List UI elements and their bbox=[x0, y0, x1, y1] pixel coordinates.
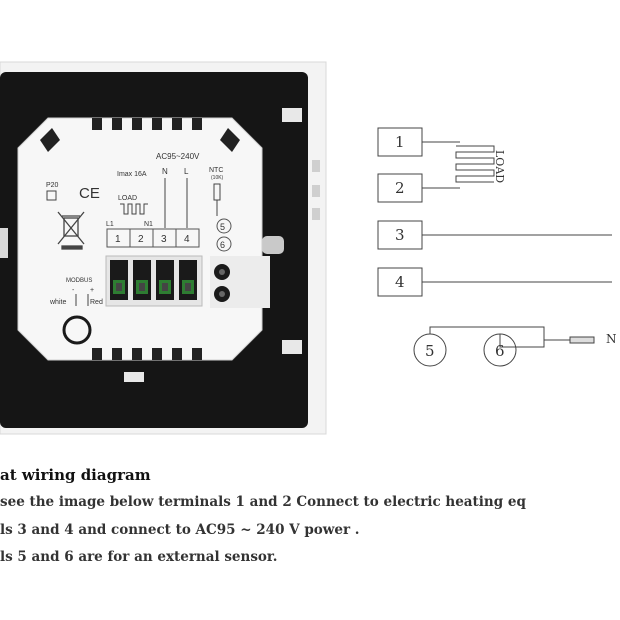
caption-line-2: ls 3 and 4 and connect to AC95 ~ 240 V p… bbox=[0, 522, 360, 538]
sensor-wire-6 bbox=[499, 334, 545, 348]
wiring-diagram: 1 2 3 4 5 6 LOAD N bbox=[377, 127, 617, 367]
modbus-port bbox=[62, 315, 92, 345]
n-label: N bbox=[162, 167, 168, 176]
frame-notch bbox=[262, 236, 284, 254]
bottom-vents bbox=[92, 348, 202, 360]
sensor-wire-5 bbox=[429, 326, 545, 340]
sensor-terminal-number: 6 bbox=[220, 240, 225, 250]
diagram-terminal-2: 2 bbox=[395, 179, 405, 197]
terminal-number: 1 bbox=[115, 234, 121, 245]
corner-latch bbox=[220, 128, 240, 152]
terminal-number: 3 bbox=[161, 234, 167, 245]
sensor-connector-hole bbox=[219, 269, 225, 275]
plate-slot bbox=[312, 208, 320, 220]
modbus-white-label: white bbox=[49, 299, 66, 306]
caption-title: at wiring diagram bbox=[0, 466, 151, 484]
weee-bin-icon bbox=[57, 211, 85, 250]
ip-box bbox=[46, 190, 57, 201]
corner-latch bbox=[40, 128, 60, 152]
plate-slot bbox=[312, 160, 320, 172]
caption-line-3: ls 5 and 6 are for an external sensor. bbox=[0, 549, 278, 565]
imax-label: Imax 16A bbox=[117, 171, 147, 178]
plate-slot bbox=[312, 185, 320, 197]
sensor-probe bbox=[569, 336, 595, 344]
photo-load-label: LOAD bbox=[118, 195, 137, 202]
modbus-plus: + bbox=[90, 287, 94, 294]
sensor-terminal-circle bbox=[216, 236, 232, 252]
diagram-load-label: LOAD bbox=[493, 150, 506, 183]
sensor-terminal-circle bbox=[216, 218, 232, 234]
ntc-label: NTC bbox=[209, 167, 223, 174]
rating-label: AC95~240V bbox=[156, 152, 200, 161]
modbus-label: MODBUS bbox=[66, 278, 92, 284]
modbus-minus: - bbox=[72, 287, 75, 294]
l-label: L bbox=[184, 167, 189, 176]
terminal-number: 4 bbox=[184, 234, 190, 245]
diagram-terminal-1: 1 bbox=[395, 133, 405, 151]
diagram-terminal-5: 5 bbox=[425, 342, 435, 360]
frame-clip bbox=[124, 372, 144, 382]
ntc-sub-label: (10K) bbox=[211, 175, 224, 181]
terminal-screws bbox=[110, 260, 197, 300]
top-vents bbox=[92, 118, 202, 130]
diagram-load-element bbox=[422, 141, 495, 189]
terminal-number-row bbox=[106, 228, 200, 248]
sensor-connector-hole bbox=[219, 291, 225, 297]
thermostat-back-photo: AC95~240V Imax 16A N L NTC (10K) P20 CE … bbox=[0, 61, 327, 435]
terminal-number: 2 bbox=[138, 234, 144, 245]
ce-mark: CE bbox=[79, 185, 100, 202]
load-heating-element bbox=[120, 203, 148, 215]
diagram-terminal-3: 3 bbox=[395, 226, 405, 244]
ip-label: P20 bbox=[46, 182, 59, 189]
frame-clip bbox=[0, 228, 8, 258]
frame-notch bbox=[282, 340, 302, 354]
l1-label: L1 bbox=[106, 221, 114, 228]
diagram-ntc-label: N bbox=[606, 332, 617, 346]
caption-line-1: see the image below terminals 1 and 2 Co… bbox=[0, 494, 526, 510]
diagram-terminal-4: 4 bbox=[395, 273, 405, 291]
n1-label: N1 bbox=[144, 221, 153, 228]
modbus-red-label: Red bbox=[90, 299, 103, 306]
frame-notch bbox=[282, 108, 302, 122]
sensor-terminal-number: 5 bbox=[220, 222, 225, 232]
diagram-terminal-6: 6 bbox=[495, 342, 505, 360]
